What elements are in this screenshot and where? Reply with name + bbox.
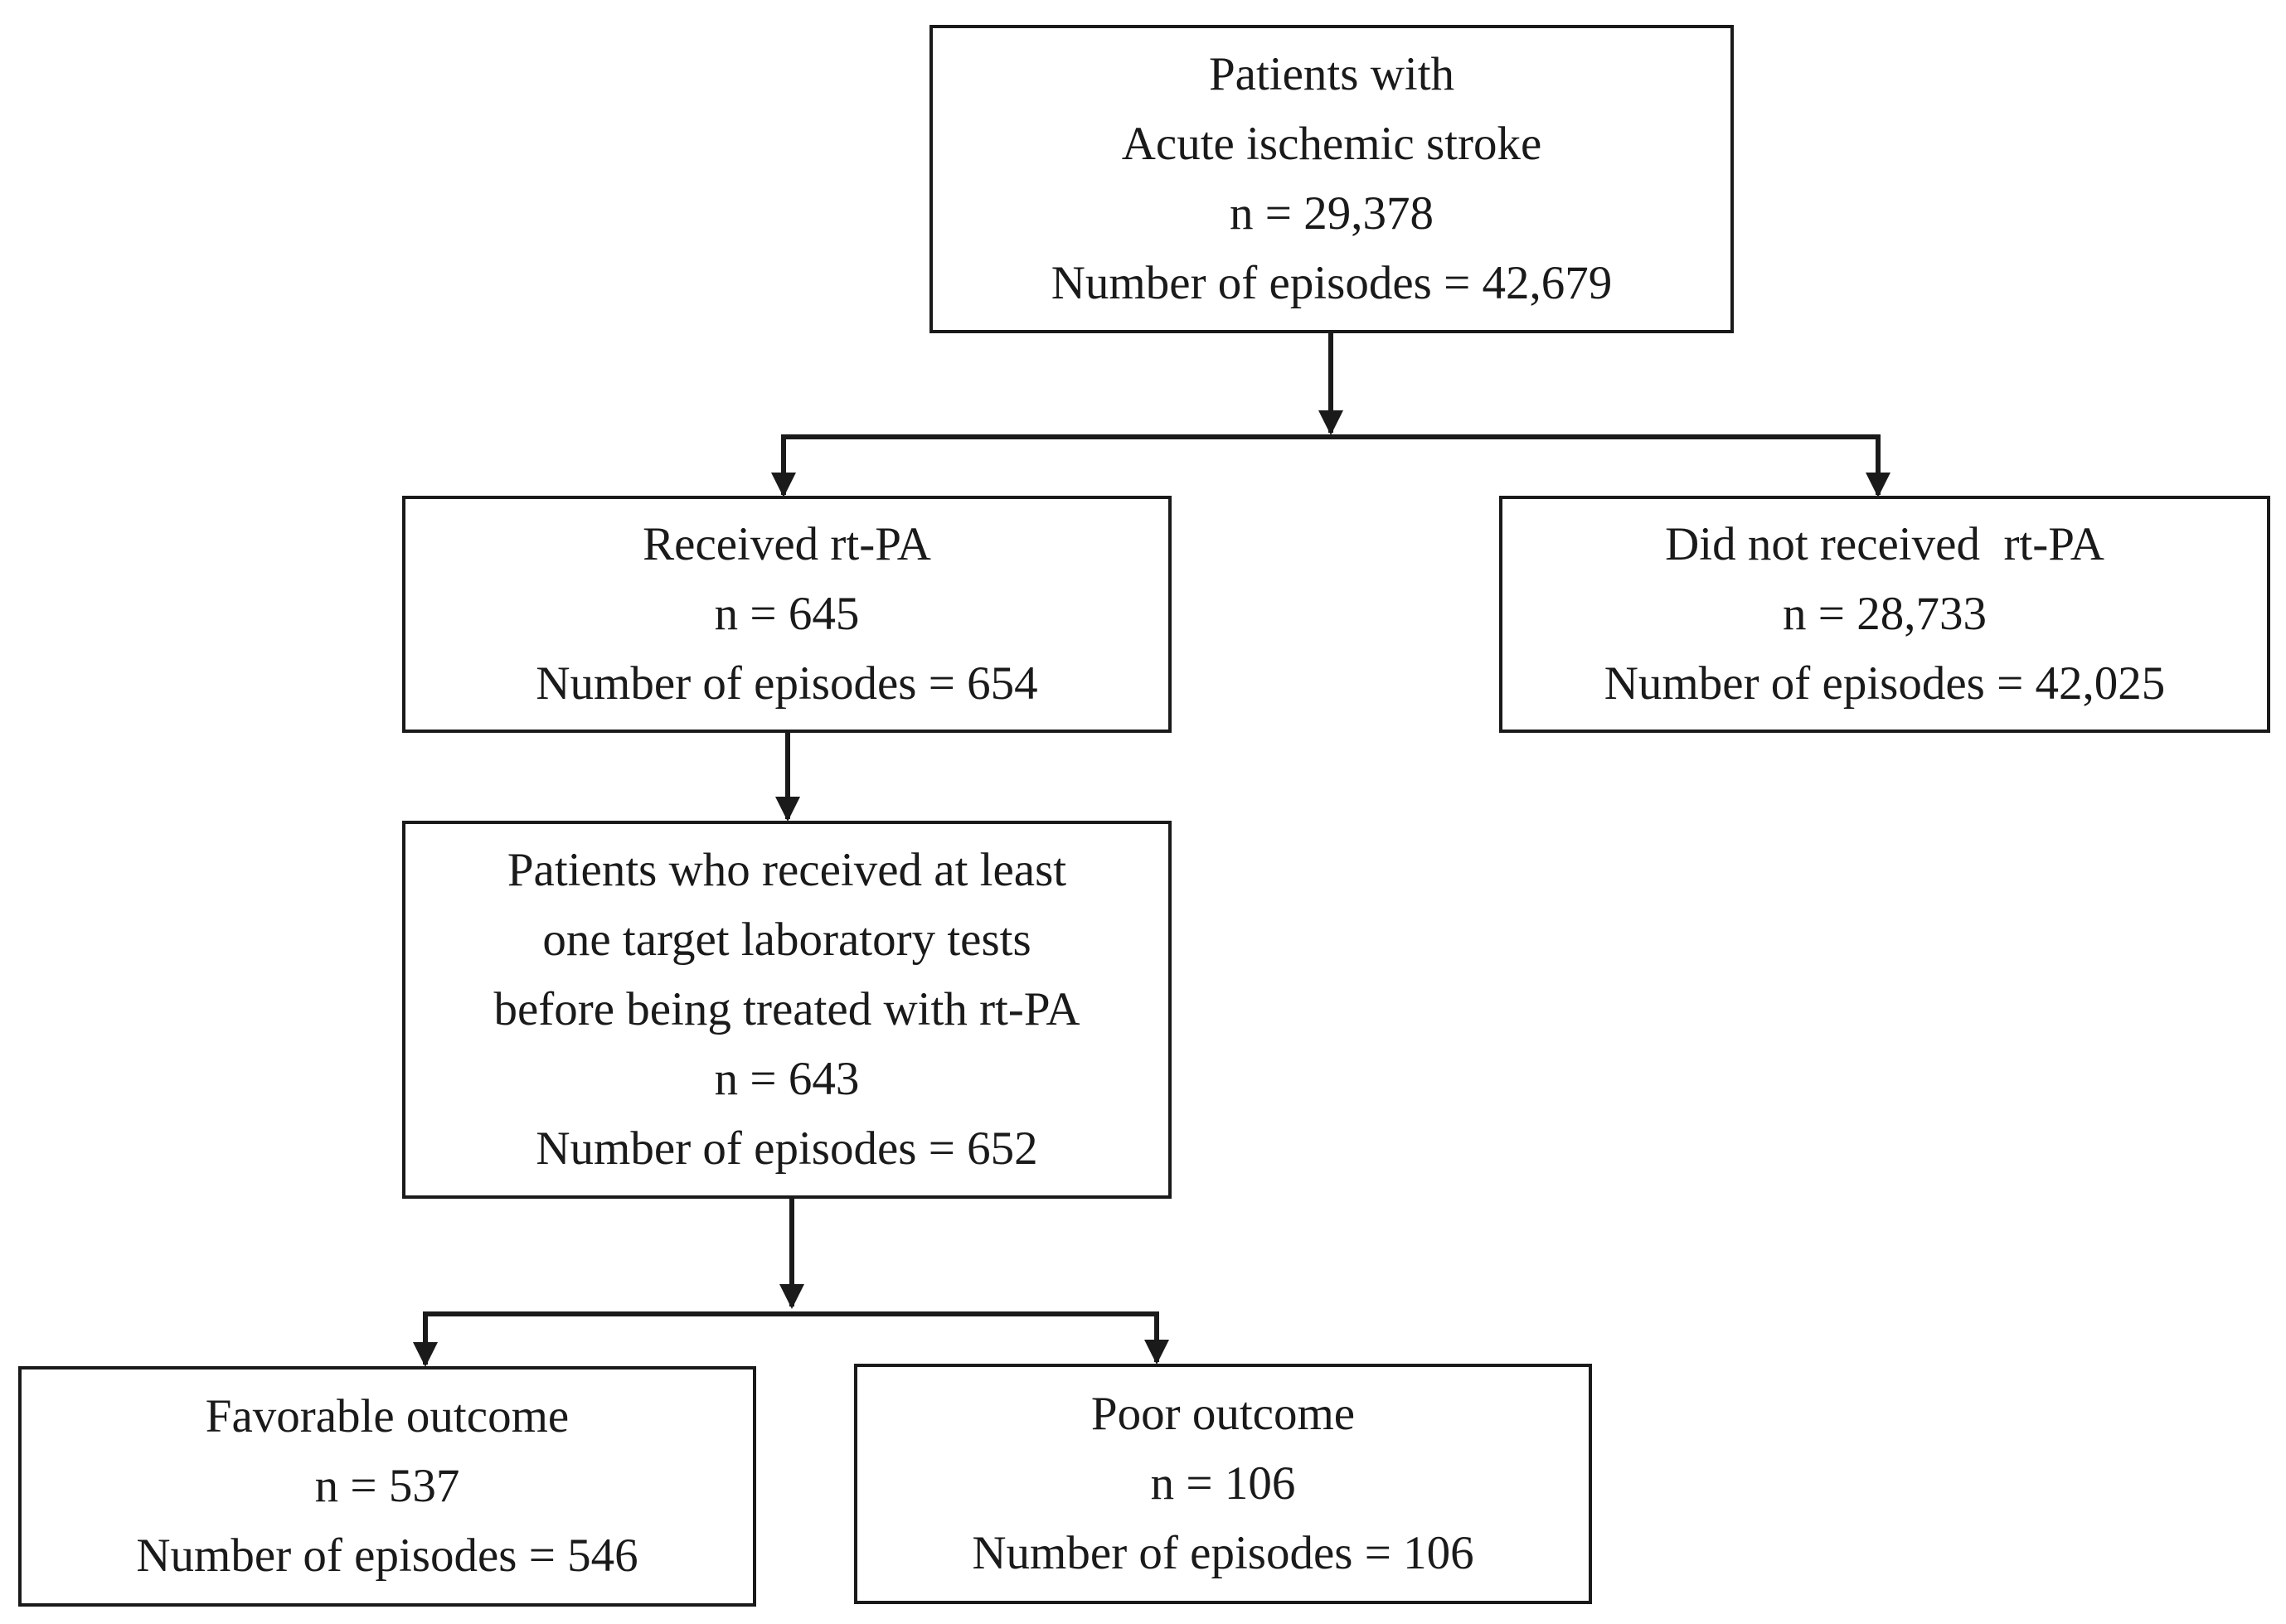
- box-not-received-line-2: n = 28,733: [1783, 588, 1987, 640]
- box-not-received-line-3: Number of episodes = 42,025: [1604, 657, 2166, 710]
- box-lab-line-4: n = 643: [714, 1053, 860, 1105]
- box-favorable-outcome: Favorable outcome n = 537 Number of epis…: [18, 1366, 756, 1607]
- box-lab-line-3: before being treated with rt-PA: [493, 983, 1080, 1035]
- box-root-line-4: Number of episodes = 42,679: [1051, 257, 1613, 309]
- box-poor-line-2: n = 106: [1150, 1457, 1296, 1510]
- box-root-line-3: n = 29,378: [1230, 187, 1434, 240]
- box-received-line-1: Received rt-PA: [643, 518, 931, 570]
- box-received-line-3: Number of episodes = 654: [536, 657, 1038, 710]
- box-favorable-line-2: n = 537: [314, 1460, 460, 1512]
- box-favorable-line-1: Favorable outcome: [205, 1390, 570, 1442]
- box-did-not-receive-rtpa: Did not received rt-PA n = 28,733 Number…: [1499, 496, 2270, 733]
- box-lab-line-1: Patients who received at least: [507, 844, 1067, 896]
- box-poor-line-3: Number of episodes = 106: [972, 1527, 1474, 1579]
- box-lab-tests: Patients who received at least one targe…: [402, 821, 1172, 1199]
- box-not-received-line-1: Did not received rt-PA: [1665, 518, 2104, 570]
- box-lab-line-5: Number of episodes = 652: [536, 1122, 1038, 1175]
- box-poor-line-1: Poor outcome: [1090, 1388, 1356, 1440]
- box-poor-outcome: Poor outcome n = 106 Number of episodes …: [854, 1364, 1592, 1604]
- box-received-line-2: n = 645: [714, 588, 860, 640]
- box-acute-ischemic-stroke: Patients with Acute ischemic stroke n = …: [929, 25, 1734, 333]
- box-received-rtpa: Received rt-PA n = 645 Number of episode…: [402, 496, 1172, 733]
- box-favorable-line-3: Number of episodes = 546: [136, 1529, 638, 1582]
- box-root-line-2: Acute ischemic stroke: [1121, 118, 1542, 170]
- box-lab-line-2: one target laboratory tests: [542, 914, 1031, 966]
- box-root-line-1: Patients with: [1208, 48, 1455, 100]
